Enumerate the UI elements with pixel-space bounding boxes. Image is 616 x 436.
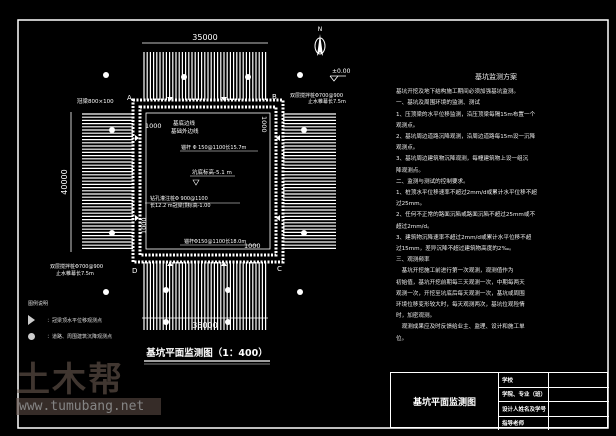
crown-beam-label: 冠梁800×100 xyxy=(77,97,114,105)
plan-line: 超过2mm/d。 xyxy=(396,223,433,230)
plan-line: 1、压顶梁的水平位移监测，沿压顶梁每隔15m布置一个 xyxy=(396,111,536,118)
plan-line: 观测成果应及时反馈给业主、监理、设计和施工单 xyxy=(396,324,525,331)
pile-label-1: 钻孔灌注桩Φ 900@1100 xyxy=(150,195,208,202)
settlement-point-icon xyxy=(225,287,231,293)
plan-line: 2、任何不正常的路面沉陷或路面沉陷不超过25mm或不 xyxy=(396,212,536,219)
drawing-title: 基坑平面监测图（1：400） xyxy=(145,347,267,359)
settlement-point-icon xyxy=(225,319,231,325)
plan-line: 基坑开挖及地下结构施工期间必须加强基坑监测。 xyxy=(396,89,520,96)
corner-d: D xyxy=(132,267,137,275)
title-block: 基坑平面监测图 学校 学院、专业（班） 设计人姓名及学号 指导老师 xyxy=(390,372,609,430)
legend-title: 图例说明 xyxy=(28,301,49,307)
title-block-drawing-name: 基坑平面监测图 xyxy=(391,373,499,430)
monitoring-plan: 基坑监测方案 基坑开挖及地下结构施工期间必须加强基坑监测。一、基坑及周围环境的监… xyxy=(396,72,596,345)
settlement-point-icon xyxy=(301,230,307,236)
mix-pile-right-1: 双层搅拌桩Φ700@900 xyxy=(290,92,343,99)
drawing-frame xyxy=(17,19,609,429)
displacement-point-icon xyxy=(167,262,173,266)
north-arrow-icon: N xyxy=(314,26,326,56)
title-block-college: 学院、专业（班） xyxy=(499,388,548,402)
watermark-logo-text: 土木帮 xyxy=(16,360,124,400)
anchor-bottom-label: 锚杆Φ150@1100长18.0m xyxy=(184,238,246,245)
plan-line: 2、基坑周边道路沉降观测，沿周边道路每15m设一沉降 xyxy=(396,134,536,141)
settlement-point-icon xyxy=(245,74,251,80)
plan-line: 初始值，基坑开挖前期每三天观测一次，中期每两天 xyxy=(396,279,525,286)
plan-line: 环境位移变形较大时，每天观测两次，基坑位观险情 xyxy=(396,302,525,309)
mix-pile-right-2: 止水帷幕长7.5m xyxy=(308,98,346,105)
watermark-logo: 土木帮 www.tumubang.net xyxy=(16,362,161,432)
corner-c: C xyxy=(277,265,282,273)
dim-1000-d: 1000 xyxy=(140,217,148,234)
soil-hatching xyxy=(82,52,336,330)
settlement-point-icon xyxy=(301,127,307,133)
title-block-advisor: 指导老师 xyxy=(502,421,525,428)
mix-pile-left-1: 双层搅拌桩Φ700@900 xyxy=(50,263,103,270)
plan-line: 二、监测与测试的控制要求。 xyxy=(396,178,469,185)
dim-width-bottom: 35000 xyxy=(192,321,217,330)
settlement-point-icon xyxy=(103,289,109,295)
dot-marker-icon xyxy=(28,333,35,340)
displacement-point-icon xyxy=(135,135,139,141)
legend-item: ：冠梁顶水平位移观测点 xyxy=(28,315,112,325)
settlement-point-icon xyxy=(109,127,115,133)
displacement-point-icon xyxy=(135,215,139,221)
pit-bottom-label: 坑底标高-5.1 m xyxy=(192,168,232,176)
legend-item: ：道路、周围建筑沉降观测点 xyxy=(28,333,112,340)
pit-outer-wall xyxy=(131,98,285,264)
settlement-point-icon xyxy=(181,74,187,80)
plan-line: 三、观测频率 xyxy=(396,257,430,264)
plan-line: 过25mm。 xyxy=(396,201,426,208)
dim-height: 40000 xyxy=(60,169,69,194)
settlement-point-icon xyxy=(163,319,169,325)
settlement-point-icon xyxy=(103,72,109,78)
corner-b: B xyxy=(272,93,277,101)
plan-line: 1、桩顶水平位移速率不超过2mm/d或累计水平位移不超 xyxy=(396,190,537,197)
displacement-point-icon xyxy=(276,135,280,141)
legend-label: ：道路、周围建筑沉降观测点 xyxy=(47,334,113,340)
title-block-designer: 设计人姓名及学号 xyxy=(499,402,548,417)
plan-line: 观测点。 xyxy=(396,145,419,152)
settlement-point-icon xyxy=(163,287,169,293)
plan-line: 3、基坑周边建筑物沉降观测，每幢建筑物上设一组沉 xyxy=(396,156,529,163)
legend: 图例说明 ：冠梁顶水平位移观测点 ：道路、周围建筑沉降观测点 xyxy=(28,300,112,340)
plan-line: 位。 xyxy=(396,335,408,342)
plan-title: 基坑监测方案 xyxy=(475,73,517,81)
watermark-url: www.tumubang.net xyxy=(16,398,161,415)
dim-1000-c: 1000 xyxy=(244,242,261,250)
plan-line: 时，加密观测。 xyxy=(396,313,436,320)
plan-line: 过15mm，差异沉降不超过建筑物高度的2‰。 xyxy=(396,246,515,253)
mix-pile-left-2: 止水帷幕长7.5m xyxy=(56,270,94,277)
dim-1000-b: 1000 xyxy=(260,116,268,133)
dim-width-top: 35000 xyxy=(192,33,217,42)
corner-a: A xyxy=(127,94,132,102)
pit-inner-wall xyxy=(138,105,278,257)
plan-line: 观测点。 xyxy=(396,122,419,129)
settlement-point-icon xyxy=(297,72,303,78)
triangle-marker-icon xyxy=(28,315,35,325)
plan-line: 降观测点。 xyxy=(396,167,424,174)
slope-line-label: 基底边线 xyxy=(173,119,196,127)
plan-line: 观测一次，开挖至坑底后每天观测一次，基坑或周围 xyxy=(396,290,525,297)
plan-line: 3、建筑物沉降速率不超过2mm/d或累计水平位移不超 xyxy=(396,234,532,241)
dim-1000-a: 1000 xyxy=(145,122,162,130)
pile-label-2: 长12.2 m冠梁顶标高-1.00 xyxy=(150,202,211,209)
displacement-point-icon xyxy=(276,215,280,221)
settlement-point-icon xyxy=(297,289,303,295)
foundation-line-label: 基础外边线 xyxy=(171,127,199,135)
plan-line: 一、基坑及周围环境的监测、测试 xyxy=(396,100,480,107)
plan-line: 基坑开挖施工前进行第一次观测，观测值作为 xyxy=(396,268,514,275)
svg-text:N: N xyxy=(318,26,323,33)
elevation-marker-icon xyxy=(329,75,346,82)
title-block-school: 学校 xyxy=(499,373,548,388)
pit-bottom-area xyxy=(145,112,271,250)
settlement-point-icon xyxy=(109,230,115,236)
displacement-point-icon xyxy=(221,262,227,266)
elevation-label: ±0.00 xyxy=(332,68,351,75)
anchor-top-label: 锚杆 Φ 150@1100长15.7m xyxy=(181,144,247,151)
legend-label: ：冠梁顶水平位移观测点 xyxy=(47,317,103,324)
